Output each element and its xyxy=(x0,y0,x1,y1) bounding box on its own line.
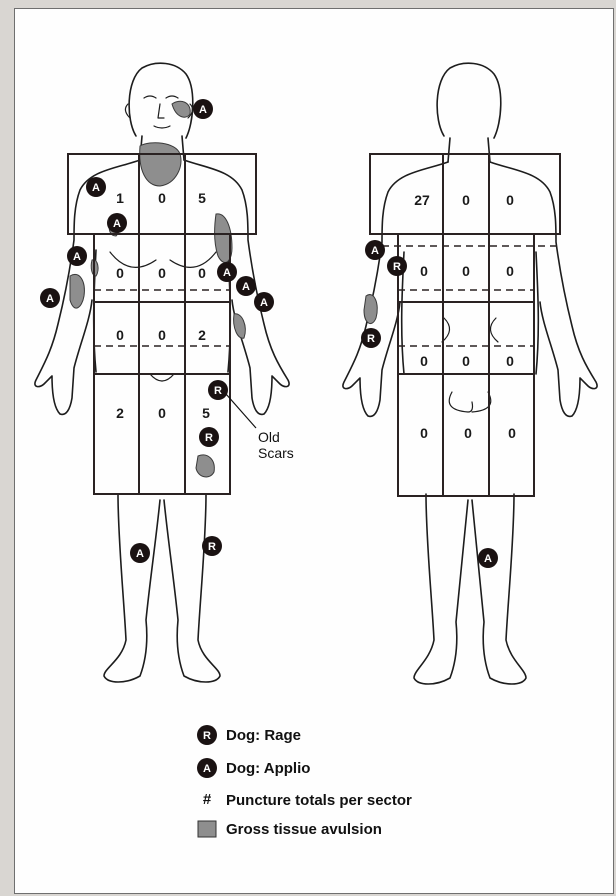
front-count-upper-abdomen-right: 0 xyxy=(198,265,206,281)
back-count-lower-back-center: 0 xyxy=(462,353,470,369)
front-count-chest-left: 1 xyxy=(116,190,124,206)
legend-rage-entry: R Dog: Rage xyxy=(197,725,301,745)
legend-applo-entry: A Dog: Applio xyxy=(197,758,310,778)
front-left-shoulder-applo-badge-letter: A xyxy=(92,182,100,194)
legend-applo-label: Dog: Applio xyxy=(226,760,310,777)
back-count-upper-back-left: 27 xyxy=(414,192,430,208)
back-right-calf-applo-badge-letter: A xyxy=(484,553,492,565)
front-left-chest-applo-badge-letter: A xyxy=(113,218,121,230)
back-count-lower-back-right: 0 xyxy=(506,353,514,369)
legend-rage-badge-letter: R xyxy=(203,730,211,742)
back-count-upper-back-center: 0 xyxy=(462,192,470,208)
front-left-shin-applo-badge-letter: A xyxy=(136,548,144,560)
back-count-mid-back-right: 0 xyxy=(506,263,514,279)
front-count-upper-abdomen-center: 0 xyxy=(158,265,166,281)
front-count-lower-abdomen-left: 0 xyxy=(116,327,124,343)
back-left-shoulder-applo-badge-letter: A xyxy=(371,245,379,257)
back-count-lower-back-left: 0 xyxy=(420,353,428,369)
legend: R Dog: Rage A Dog: Applio # Puncture tot… xyxy=(197,725,412,838)
front-count-chest-center: 0 xyxy=(158,190,166,206)
front-right-hip-rage-badge-letter: R xyxy=(214,385,222,397)
front-count-lower-abdomen-right: 2 xyxy=(198,327,206,343)
back-left-upper-arm-rage-badge-letter: R xyxy=(393,261,401,273)
back-count-mid-back-left: 0 xyxy=(420,263,428,279)
back-count-buttock-center: 0 xyxy=(464,425,472,441)
old-scars-label-line2: Scars xyxy=(258,445,294,461)
back-count-upper-back-right: 0 xyxy=(506,192,514,208)
legend-avulsion-swatch-icon xyxy=(198,821,216,837)
front-right-thigh-rage-badge-letter: R xyxy=(205,432,213,444)
front-left-forearm-applo-badge-letter: A xyxy=(46,293,54,305)
front-right-arm-2-applo-badge-letter: A xyxy=(260,297,268,309)
front-count-thigh-center: 0 xyxy=(158,405,166,421)
front-count-thigh-left: 2 xyxy=(116,405,124,421)
legend-puncture-entry: # Puncture totals per sector xyxy=(203,791,412,809)
old-scars-label-line1: Old xyxy=(258,429,280,445)
legend-puncture-label: Puncture totals per sector xyxy=(226,792,412,809)
back-count-buttock-right: 0 xyxy=(508,425,516,441)
front-count-thigh-right: 5 xyxy=(202,405,210,421)
front-left-upper-arm-applo-badge-letter: A xyxy=(73,251,81,263)
front-right-arm-1-applo-badge-letter: A xyxy=(242,281,250,293)
legend-applo-badge-letter: A xyxy=(203,763,211,775)
front-count-lower-abdomen-center: 0 xyxy=(158,327,166,343)
legend-avulsion-label: Gross tissue avulsion xyxy=(226,821,382,838)
old-scars-annotation: Old Scars xyxy=(226,394,294,461)
front-sector-counts: 1 0 5 0 0 0 0 0 2 2 0 5 xyxy=(116,190,210,421)
legend-rage-label: Dog: Rage xyxy=(226,727,301,744)
front-count-upper-abdomen-left: 0 xyxy=(116,265,124,281)
face-applo-badge-letter: A xyxy=(199,104,207,116)
front-count-chest-right: 5 xyxy=(198,190,206,206)
front-right-side-applo-badge-letter: A xyxy=(223,267,231,279)
back-left-elbow-rage-badge-letter: R xyxy=(367,333,375,345)
front-right-shin-rage-badge-letter: R xyxy=(208,541,216,553)
back-count-mid-back-center: 0 xyxy=(462,263,470,279)
back-count-buttock-left: 0 xyxy=(420,425,428,441)
back-sector-counts: 27 0 0 0 0 0 0 0 0 0 0 0 xyxy=(414,192,516,441)
back-avulsions xyxy=(364,295,377,324)
legend-avulsion-entry: Gross tissue avulsion xyxy=(198,821,382,838)
legend-puncture-symbol: # xyxy=(203,791,212,808)
